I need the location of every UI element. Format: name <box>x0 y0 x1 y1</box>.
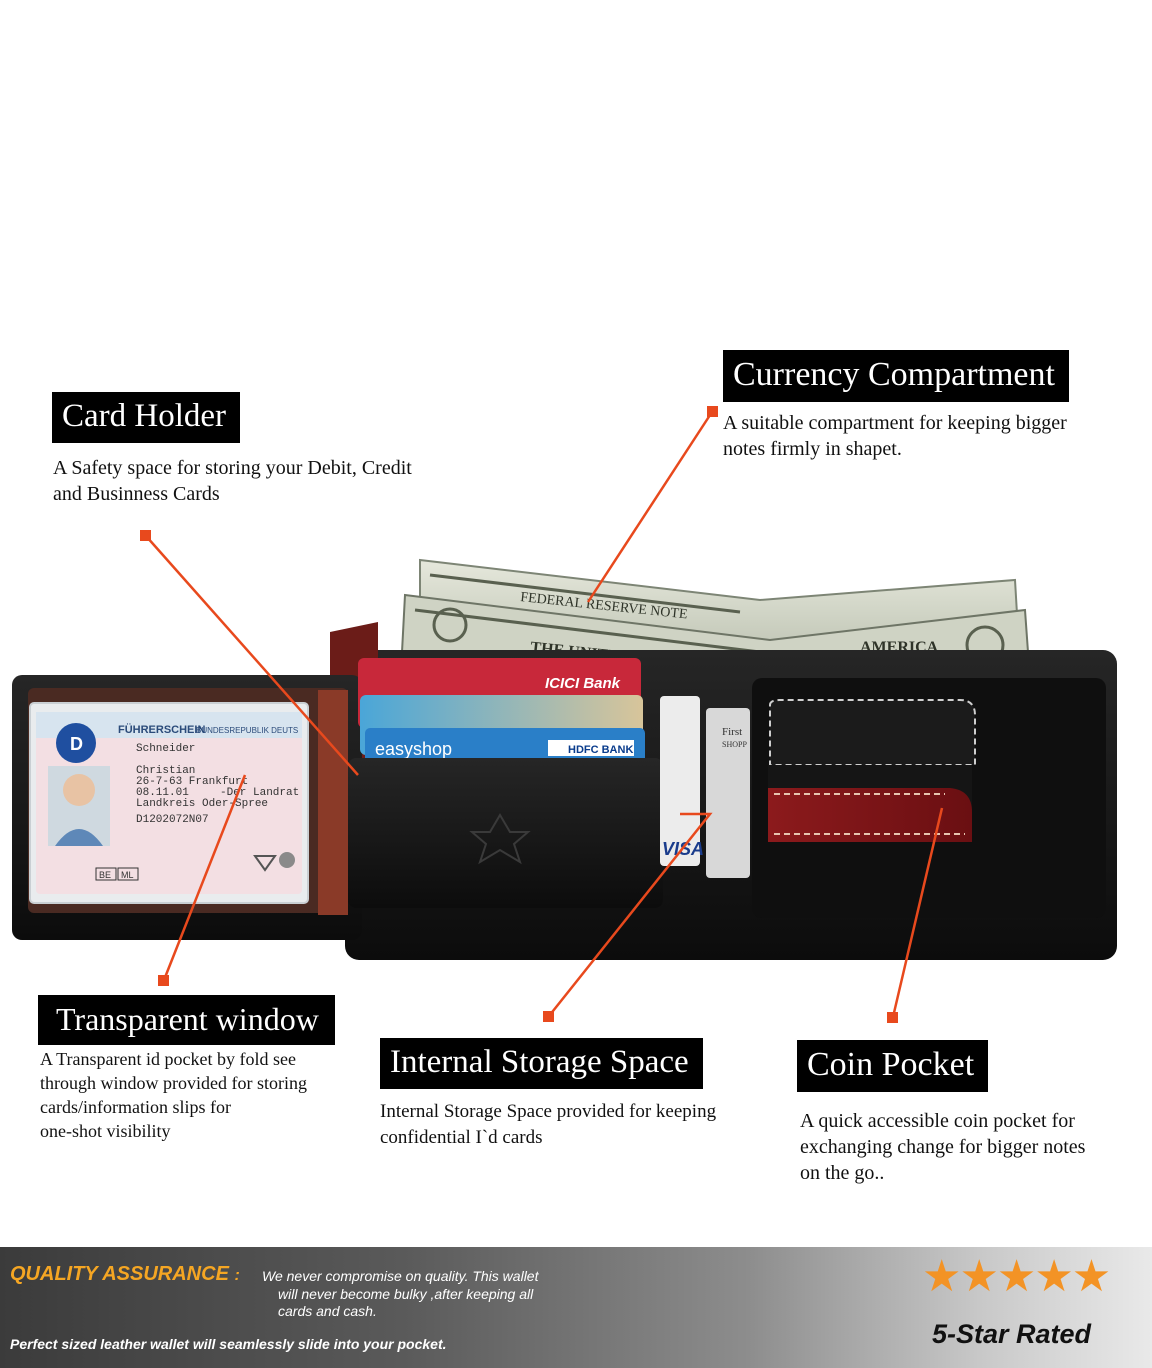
license-country: D <box>70 734 83 754</box>
card-easyshop: easyshop <box>375 739 452 759</box>
card-hdfc: HDFC BANK <box>568 744 633 756</box>
qa-title-sep: : <box>234 1267 240 1284</box>
license-line-7: D1202072N07 <box>136 814 209 826</box>
bank-cards: ICICI Bank easyshop HDFC BANK <box>358 658 645 768</box>
card-holder-description: A Safety space for storing your Debit, C… <box>53 455 412 507</box>
transparent-window-description: A Transparent id pocket by fold see thro… <box>40 1047 307 1143</box>
license-header-sub: BUNDESREPUBLIK DEUTS <box>196 726 298 735</box>
internal-line-1: Internal Storage Space provided for keep… <box>380 1101 717 1122</box>
transparent-line-1: A Transparent id pocket by fold see <box>40 1049 296 1069</box>
transparent-line-2: through window provided for storing <box>40 1073 307 1093</box>
qa-text-line-3: cards and cash. <box>278 1303 377 1319</box>
five-star-icons: ★★★★★ <box>922 1252 1111 1301</box>
coin-pocket-label: Coin Pocket <box>797 1040 989 1092</box>
license-line-4: 08.11.01 <box>136 787 189 799</box>
qa-title: QUALITY ASSURANCE : <box>10 1263 240 1286</box>
pointer-transparent <box>162 774 247 981</box>
card-holder-line-1: A Safety space for storing your Debit, C… <box>53 457 412 479</box>
qa-text-line-1: We never compromise on quality. This wal… <box>262 1268 539 1284</box>
coin-line-2: exchanging change for bigger notes <box>800 1136 1086 1158</box>
pointer-dots <box>140 406 898 1023</box>
card-first: First <box>722 726 742 738</box>
card-icici: ICICI Bank <box>545 675 621 692</box>
qa-slogan: Perfect sized leather wallet will seamle… <box>10 1336 447 1352</box>
card-shop: SHOPP <box>722 740 747 749</box>
license-line-3: 26-7-63 Frankfurt <box>136 776 248 788</box>
currency-line-1: A suitable compartment for keeping bigge… <box>723 412 1067 434</box>
card-holder-label: Card Holder <box>52 392 241 443</box>
pointer-currency <box>586 411 714 603</box>
license-line-2: Christian <box>136 765 195 777</box>
license-line-6: Landkreis Oder-Spree <box>136 798 268 810</box>
license-class-be: BE <box>99 870 111 880</box>
currency-compartment-description: A suitable compartment for keeping bigge… <box>723 410 1067 462</box>
quality-assurance-banner: QUALITY ASSURANCE : We never compromise … <box>0 1247 1152 1368</box>
coin-pocket <box>752 678 1106 918</box>
pointer-card-holder <box>145 535 359 776</box>
coin-line-3: on the go.. <box>800 1162 885 1184</box>
transparent-line-4: one-shot visibility <box>40 1121 171 1141</box>
pointer-lines <box>145 411 944 1368</box>
pointer-internal <box>548 812 713 1017</box>
license-class-ml: ML <box>121 870 134 880</box>
transparent-line-3: cards/information slips for <box>40 1097 231 1117</box>
pointer-coin <box>891 807 944 1018</box>
star-rating-text: 5-Star Rated <box>932 1319 1092 1349</box>
coin-line-1: A quick accessible coin pocket for <box>800 1110 1075 1132</box>
coin-pocket-description: A quick accessible coin pocket for excha… <box>800 1108 1085 1186</box>
transparent-window-label: Transparent window <box>38 995 335 1045</box>
id-license-card: D FÜHRERSCHEIN BUNDESREPUBLIK DEUTS Schn… <box>36 712 302 894</box>
currency-line-2: notes firmly in shapet. <box>723 438 902 460</box>
currency-compartment-label: Currency Compartment <box>723 350 1069 402</box>
license-header: FÜHRERSCHEIN <box>118 723 205 736</box>
internal-storage-label: Internal Storage Space <box>380 1038 703 1089</box>
card-slot-pocket <box>348 758 663 908</box>
card-holder-line-2: and Businness Cards <box>53 483 220 505</box>
internal-storage-cards: VISA First SHOPP <box>660 696 750 878</box>
internal-line-2: confidential I`d cards <box>380 1127 543 1148</box>
qa-title-text: QUALITY ASSURANCE <box>10 1263 229 1285</box>
license-line-1: Schneider <box>136 743 195 755</box>
qa-text-line-2: will never become bulky ,after keeping a… <box>278 1286 534 1302</box>
internal-storage-description: Internal Storage Space provided for keep… <box>380 1099 716 1151</box>
